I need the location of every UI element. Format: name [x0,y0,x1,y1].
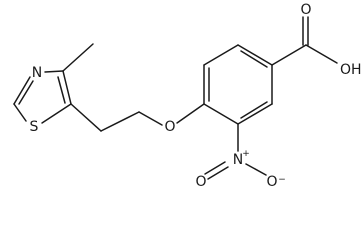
bond-c5-s1 [41,103,72,124]
carboxylic-acid-group [271,16,338,66]
linker-bond-1 [70,103,102,132]
hydroxyl-label: OH [340,62,362,78]
nitro-n-o-double-1 [204,161,226,175]
bond-c2-s1 [13,103,27,122]
bond-c4-c5-double [57,76,66,104]
nitro-n-o-bond [245,163,267,176]
nitro-n-o-double-2 [207,166,229,180]
nitro-group [204,123,267,180]
ring-bond-2 [203,44,239,66]
ring-bond-6 [203,103,239,125]
linker-bond-2 [100,111,140,132]
molecule-drawing: N S O OH O N + O − O [13,2,362,190]
ring-double-2 [240,50,268,68]
thiazole-sulfur-label: S [30,119,39,135]
acid-c-bond [271,44,307,66]
ring-bond-3 [237,44,273,66]
ether-o-ring-bond [176,103,205,124]
structure-diagram: N S O OH O N + O − O [13,2,362,190]
acid-c-oh-bond [305,44,338,64]
ether-oxygen-label: O [164,119,175,135]
linker-bond-o [138,111,163,126]
bond-c4-c5 [62,70,72,105]
nitro-nitrogen-charge: + [242,149,250,159]
nitro-oxygen-label: O [266,174,277,190]
bond-n3-c4 [44,70,64,73]
carbonyl-oxygen-label: O [300,2,311,18]
ring-double-3 [240,101,268,119]
bond-c2-n3 [13,76,31,105]
methyl-bond [62,43,94,72]
thiazole-nitrogen-label: N [32,65,42,81]
nitro-oxygen-charge: − [278,175,286,185]
thiazole-ring [13,70,72,124]
nitro-double-oxygen-label: O [195,174,206,190]
benzene-ring [203,44,273,125]
ring-bond-5 [237,103,273,125]
bond-c2-n3-double [18,80,34,105]
nitro-nitrogen-label: N [233,152,243,168]
